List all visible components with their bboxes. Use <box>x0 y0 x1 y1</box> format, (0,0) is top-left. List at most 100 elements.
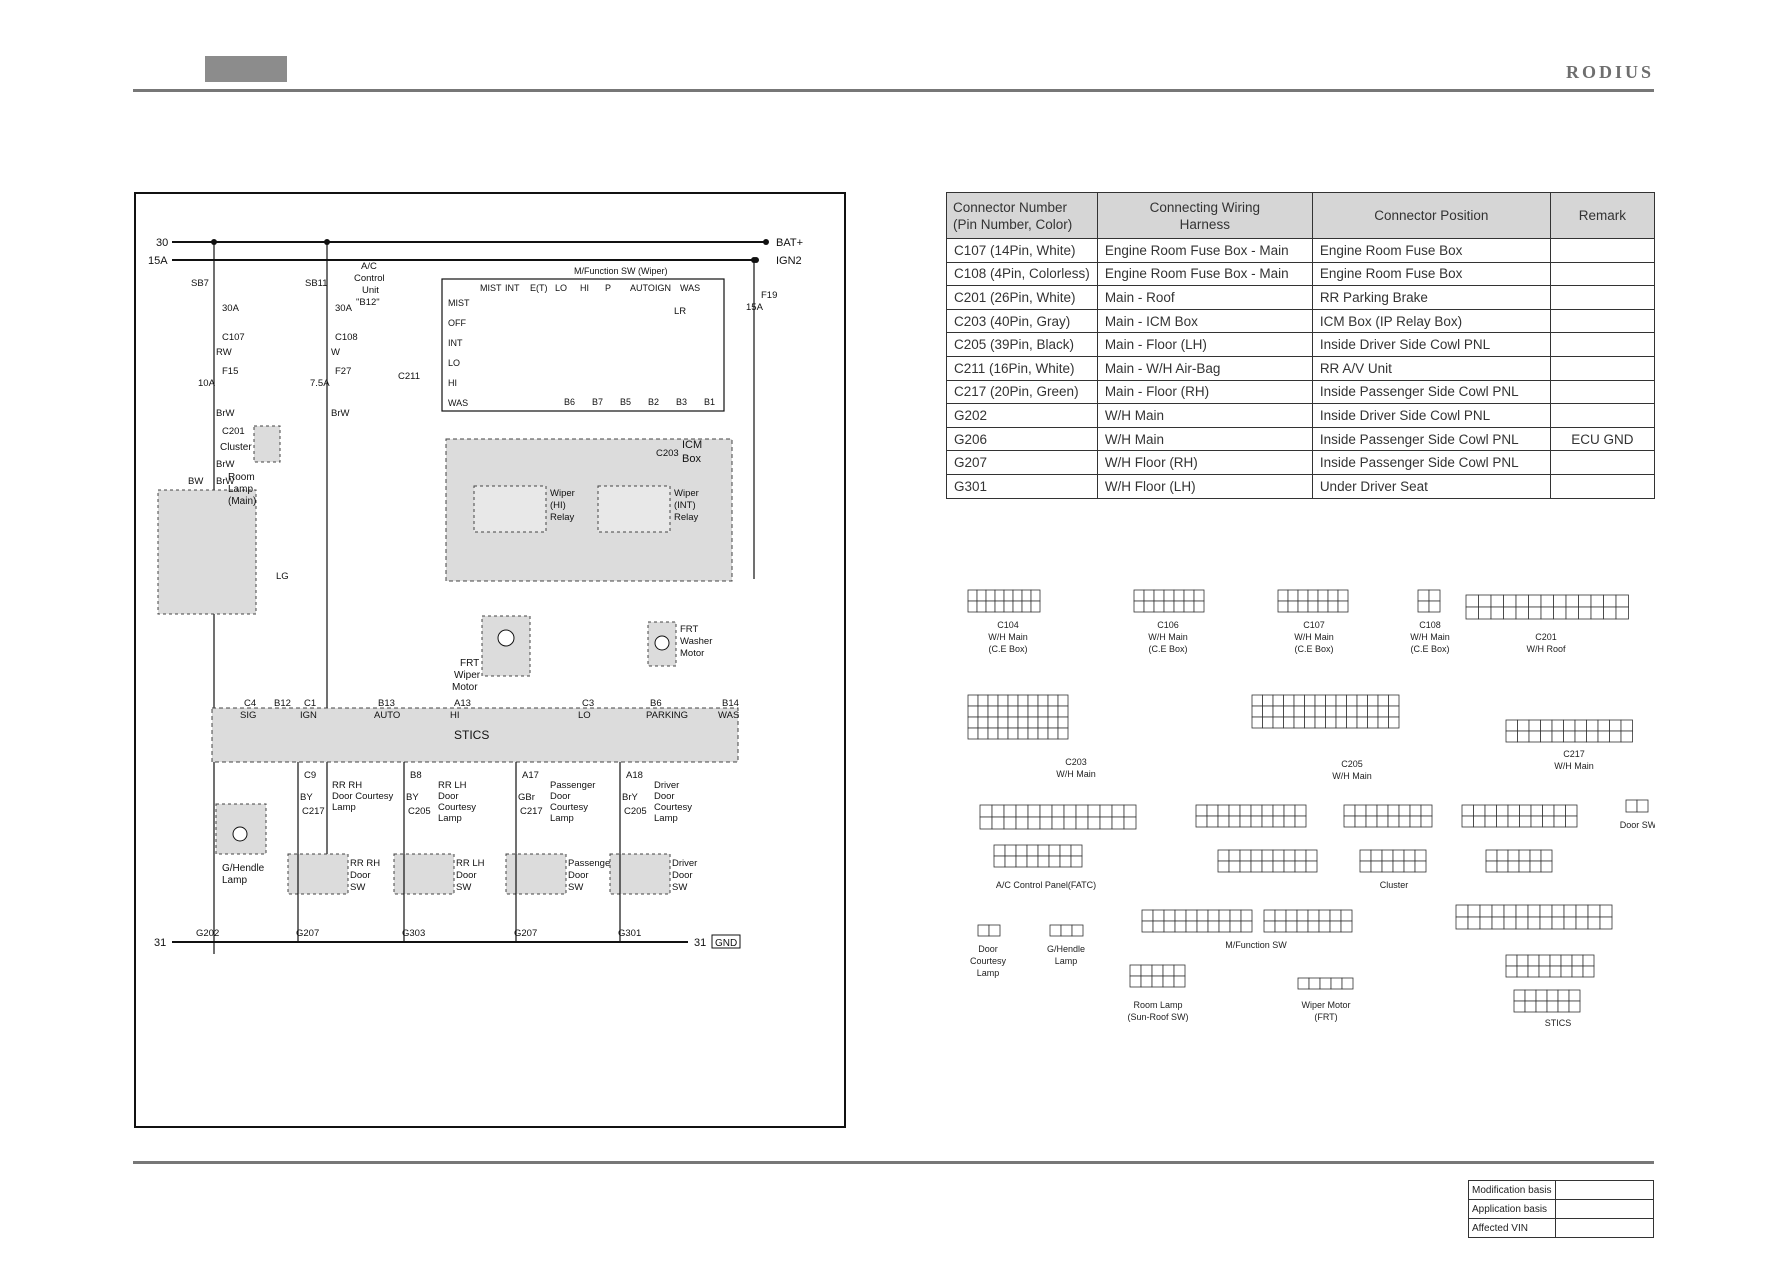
c203-cell <box>987 727 999 740</box>
c205-cell <box>1388 705 1400 718</box>
cluster-cell <box>1272 804 1285 817</box>
c217-cell <box>1620 730 1633 743</box>
fuse-f19-amp: 15A <box>746 302 764 313</box>
c203-cell <box>987 705 999 718</box>
col-connector-number: Connector Number(Pin Number, Color) <box>946 192 1098 239</box>
stics-cell <box>1546 989 1559 1002</box>
connector-table-row: C205 (39Pin, Black)Main - Floor (LH)Insi… <box>946 332 1656 357</box>
ac-panel-cell <box>1123 816 1137 830</box>
col-position: Connector Position <box>1311 192 1551 239</box>
c205-cell <box>1283 716 1295 729</box>
stics-pin-number: B14 <box>722 698 739 709</box>
c203-cell <box>997 716 1009 729</box>
col-remark: Remark <box>1549 192 1656 239</box>
cluster-cell <box>1370 860 1383 873</box>
c205-cell <box>1251 694 1263 707</box>
stics-caption: STICS <box>1545 1018 1572 1028</box>
wiper-motor-cell <box>1319 977 1332 990</box>
stics-cell <box>1538 965 1551 978</box>
door-lamp-label: Driver <box>654 780 679 791</box>
c201-cell <box>1528 594 1542 608</box>
ac-panel-cell <box>1059 855 1072 868</box>
ac-panel-cell <box>1037 855 1050 868</box>
c104-cell <box>976 600 987 613</box>
c217-cell <box>1574 719 1587 732</box>
fuse-f15-amp: 10A <box>198 378 216 389</box>
cluster-caption: Cluster <box>1380 880 1409 890</box>
stics-pin-signal: WAS <box>718 710 739 721</box>
c107-cell <box>1287 600 1299 613</box>
switch-pin-label: B3 <box>676 397 687 407</box>
mfunction-cell <box>1207 909 1220 922</box>
door-switch-box <box>393 853 455 895</box>
mfunction-cell <box>1185 920 1198 933</box>
stics-cell <box>1516 954 1529 967</box>
door-lamp-label: Lamp <box>332 802 356 813</box>
c201-caption: C201 <box>1535 632 1557 642</box>
door-switch-box <box>505 853 567 895</box>
cell-connector: C203 (40Pin, Gray) <box>946 308 1098 334</box>
cluster-cell <box>1239 849 1252 862</box>
c201-cell <box>1578 594 1592 608</box>
c201-cell <box>1578 606 1592 620</box>
stics-cell <box>1479 916 1493 930</box>
c205-cell <box>1335 716 1347 729</box>
ac-panel-cell <box>993 855 1006 868</box>
c104-cell <box>967 589 978 602</box>
stics-module <box>211 707 739 763</box>
stics-pin-number: B12 <box>274 698 291 709</box>
stics-cell <box>1568 1000 1581 1013</box>
g-handle-1: G/Hendle <box>222 863 265 874</box>
c108-cell <box>1417 589 1430 602</box>
cluster-cell <box>1228 849 1241 862</box>
cell-harness: W/H Main <box>1096 403 1313 428</box>
c217-cell <box>1528 730 1541 743</box>
c205-cell <box>1377 705 1389 718</box>
cluster-cell <box>1365 804 1378 817</box>
c217-cell <box>1620 719 1633 732</box>
c203-cell <box>1017 705 1029 718</box>
stics-pin-number: B13 <box>378 698 395 709</box>
c106-cell <box>1153 600 1165 613</box>
bus-ign-left: 15A <box>148 255 168 267</box>
c205-cell <box>1377 716 1389 729</box>
cluster-cell <box>1461 815 1474 828</box>
switch-col-label: WAS <box>680 283 700 293</box>
cell-remark <box>1549 238 1656 263</box>
mfunction-cell <box>1240 909 1253 922</box>
cell-remark <box>1549 285 1656 310</box>
cluster-cell <box>1507 849 1520 862</box>
cluster-cell <box>1519 804 1532 817</box>
stics-cell <box>1491 916 1505 930</box>
switch-row-label: INT <box>448 338 463 348</box>
c201-cell <box>1490 606 1504 620</box>
ac-panel-cell <box>1015 804 1029 818</box>
cell-position: Inside Passenger Side Cowl PNL <box>1311 450 1551 475</box>
stics-pin-signal: IGN <box>300 710 317 721</box>
fuse-sb11-id: SB11 <box>305 278 328 289</box>
stics-cell <box>1560 954 1573 967</box>
washer-motor-1: FRT <box>680 624 698 635</box>
c217-caption: W/H Main <box>1554 761 1594 771</box>
stics-cell <box>1560 965 1573 978</box>
cell-remark <box>1549 403 1656 428</box>
ac-panel-cell <box>1111 804 1125 818</box>
cluster-cell <box>1250 860 1263 873</box>
c217-cell <box>1609 730 1622 743</box>
cluster-cell <box>1496 860 1509 873</box>
stics-cell <box>1515 904 1529 918</box>
c205-cell <box>1367 716 1379 729</box>
cluster-cell <box>1530 804 1543 817</box>
switch-row-label: HI <box>448 378 457 388</box>
c217-cell <box>1563 719 1576 732</box>
mfunction-cell <box>1318 909 1331 922</box>
c108-caption: C108 <box>1419 620 1441 630</box>
stics-cell <box>1587 916 1601 930</box>
door-circuit-ground: G301 <box>618 928 641 939</box>
stics-cell <box>1575 904 1589 918</box>
mfunction-caption: M/Function SW <box>1225 940 1287 950</box>
cluster-cell <box>1565 815 1578 828</box>
cell-connector: G202 <box>946 403 1098 428</box>
cluster-cell <box>1392 849 1405 862</box>
c217-cell <box>1574 730 1587 743</box>
